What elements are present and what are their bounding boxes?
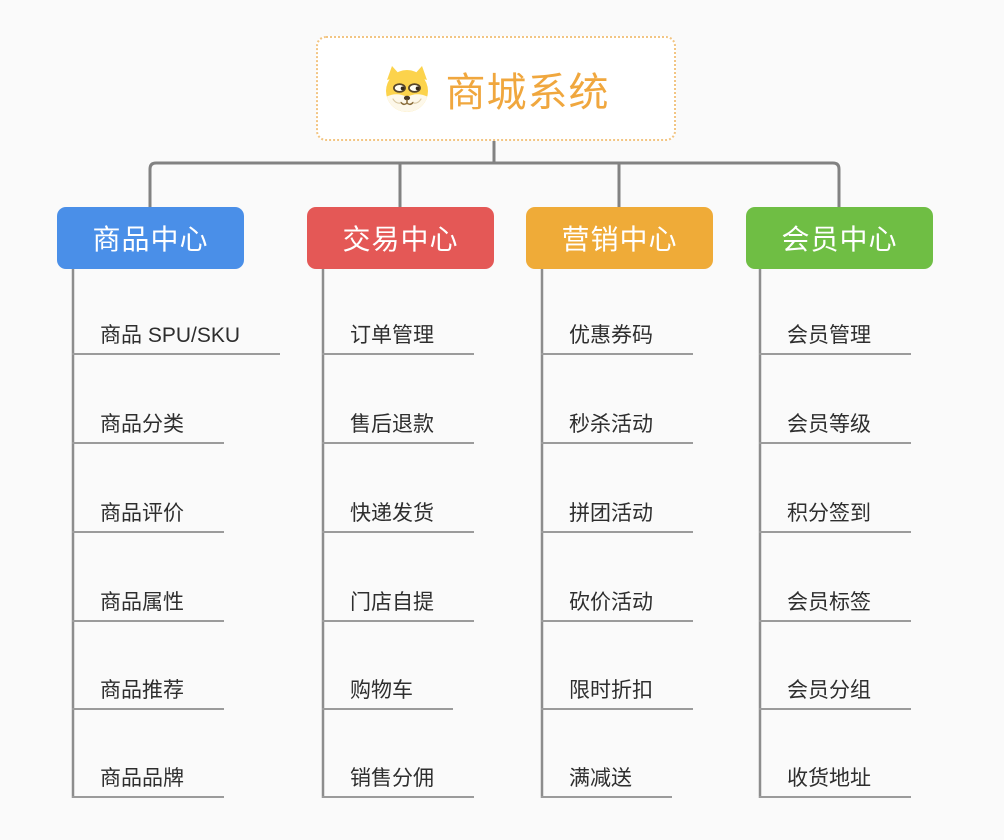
dog-face-icon [383, 65, 431, 113]
branch-node-trade-center[interactable]: 交易中心 [307, 207, 494, 269]
leaf-node[interactable]: 快递发货 [322, 495, 474, 533]
leaf-node[interactable]: 商品 SPU/SKU [72, 317, 281, 355]
branch-label: 交易中心 [342, 224, 459, 255]
leaf-node[interactable]: 会员等级 [759, 406, 911, 444]
leaf-node[interactable]: 售后退款 [322, 406, 474, 444]
leaf-node[interactable]: 秒杀活动 [541, 406, 693, 444]
branch-label: 营销中心 [561, 224, 678, 255]
leaf-node[interactable]: 限时折扣 [541, 672, 693, 710]
root-node-label: 商城系统 [445, 70, 610, 115]
leaf-node[interactable]: 商品品牌 [72, 760, 224, 798]
branch-node-marketing-center[interactable]: 营销中心 [526, 207, 713, 269]
leaf-node[interactable]: 拼团活动 [541, 495, 693, 533]
leaf-node[interactable]: 会员管理 [759, 317, 911, 355]
leaf-node[interactable]: 门店自提 [322, 584, 474, 622]
leaf-node[interactable]: 购物车 [322, 672, 453, 710]
branch-node-product-center[interactable]: 商品中心 [57, 207, 244, 269]
leaf-node[interactable]: 商品推荐 [72, 672, 224, 710]
leaf-node[interactable]: 收货地址 [759, 760, 911, 798]
leaf-node[interactable]: 订单管理 [322, 317, 474, 355]
branch-node-member-center[interactable]: 会员中心 [746, 207, 933, 269]
leaf-node[interactable]: 会员分组 [759, 672, 911, 710]
leaf-node[interactable]: 砍价活动 [541, 584, 693, 622]
branch-label: 商品中心 [92, 224, 209, 255]
leaf-node[interactable]: 满减送 [541, 760, 672, 798]
leaf-node[interactable]: 商品分类 [72, 406, 224, 444]
leaf-node[interactable]: 优惠券码 [541, 317, 693, 355]
leaf-node[interactable]: 积分签到 [759, 495, 911, 533]
leaf-node[interactable]: 商品属性 [72, 584, 224, 622]
root-node-mall-system[interactable]: 商城系统 [316, 36, 676, 141]
leaf-node[interactable]: 销售分佣 [322, 760, 474, 798]
branch-label: 会员中心 [781, 224, 898, 255]
leaf-node[interactable]: 会员标签 [759, 584, 911, 622]
leaf-node[interactable]: 商品评价 [72, 495, 224, 533]
